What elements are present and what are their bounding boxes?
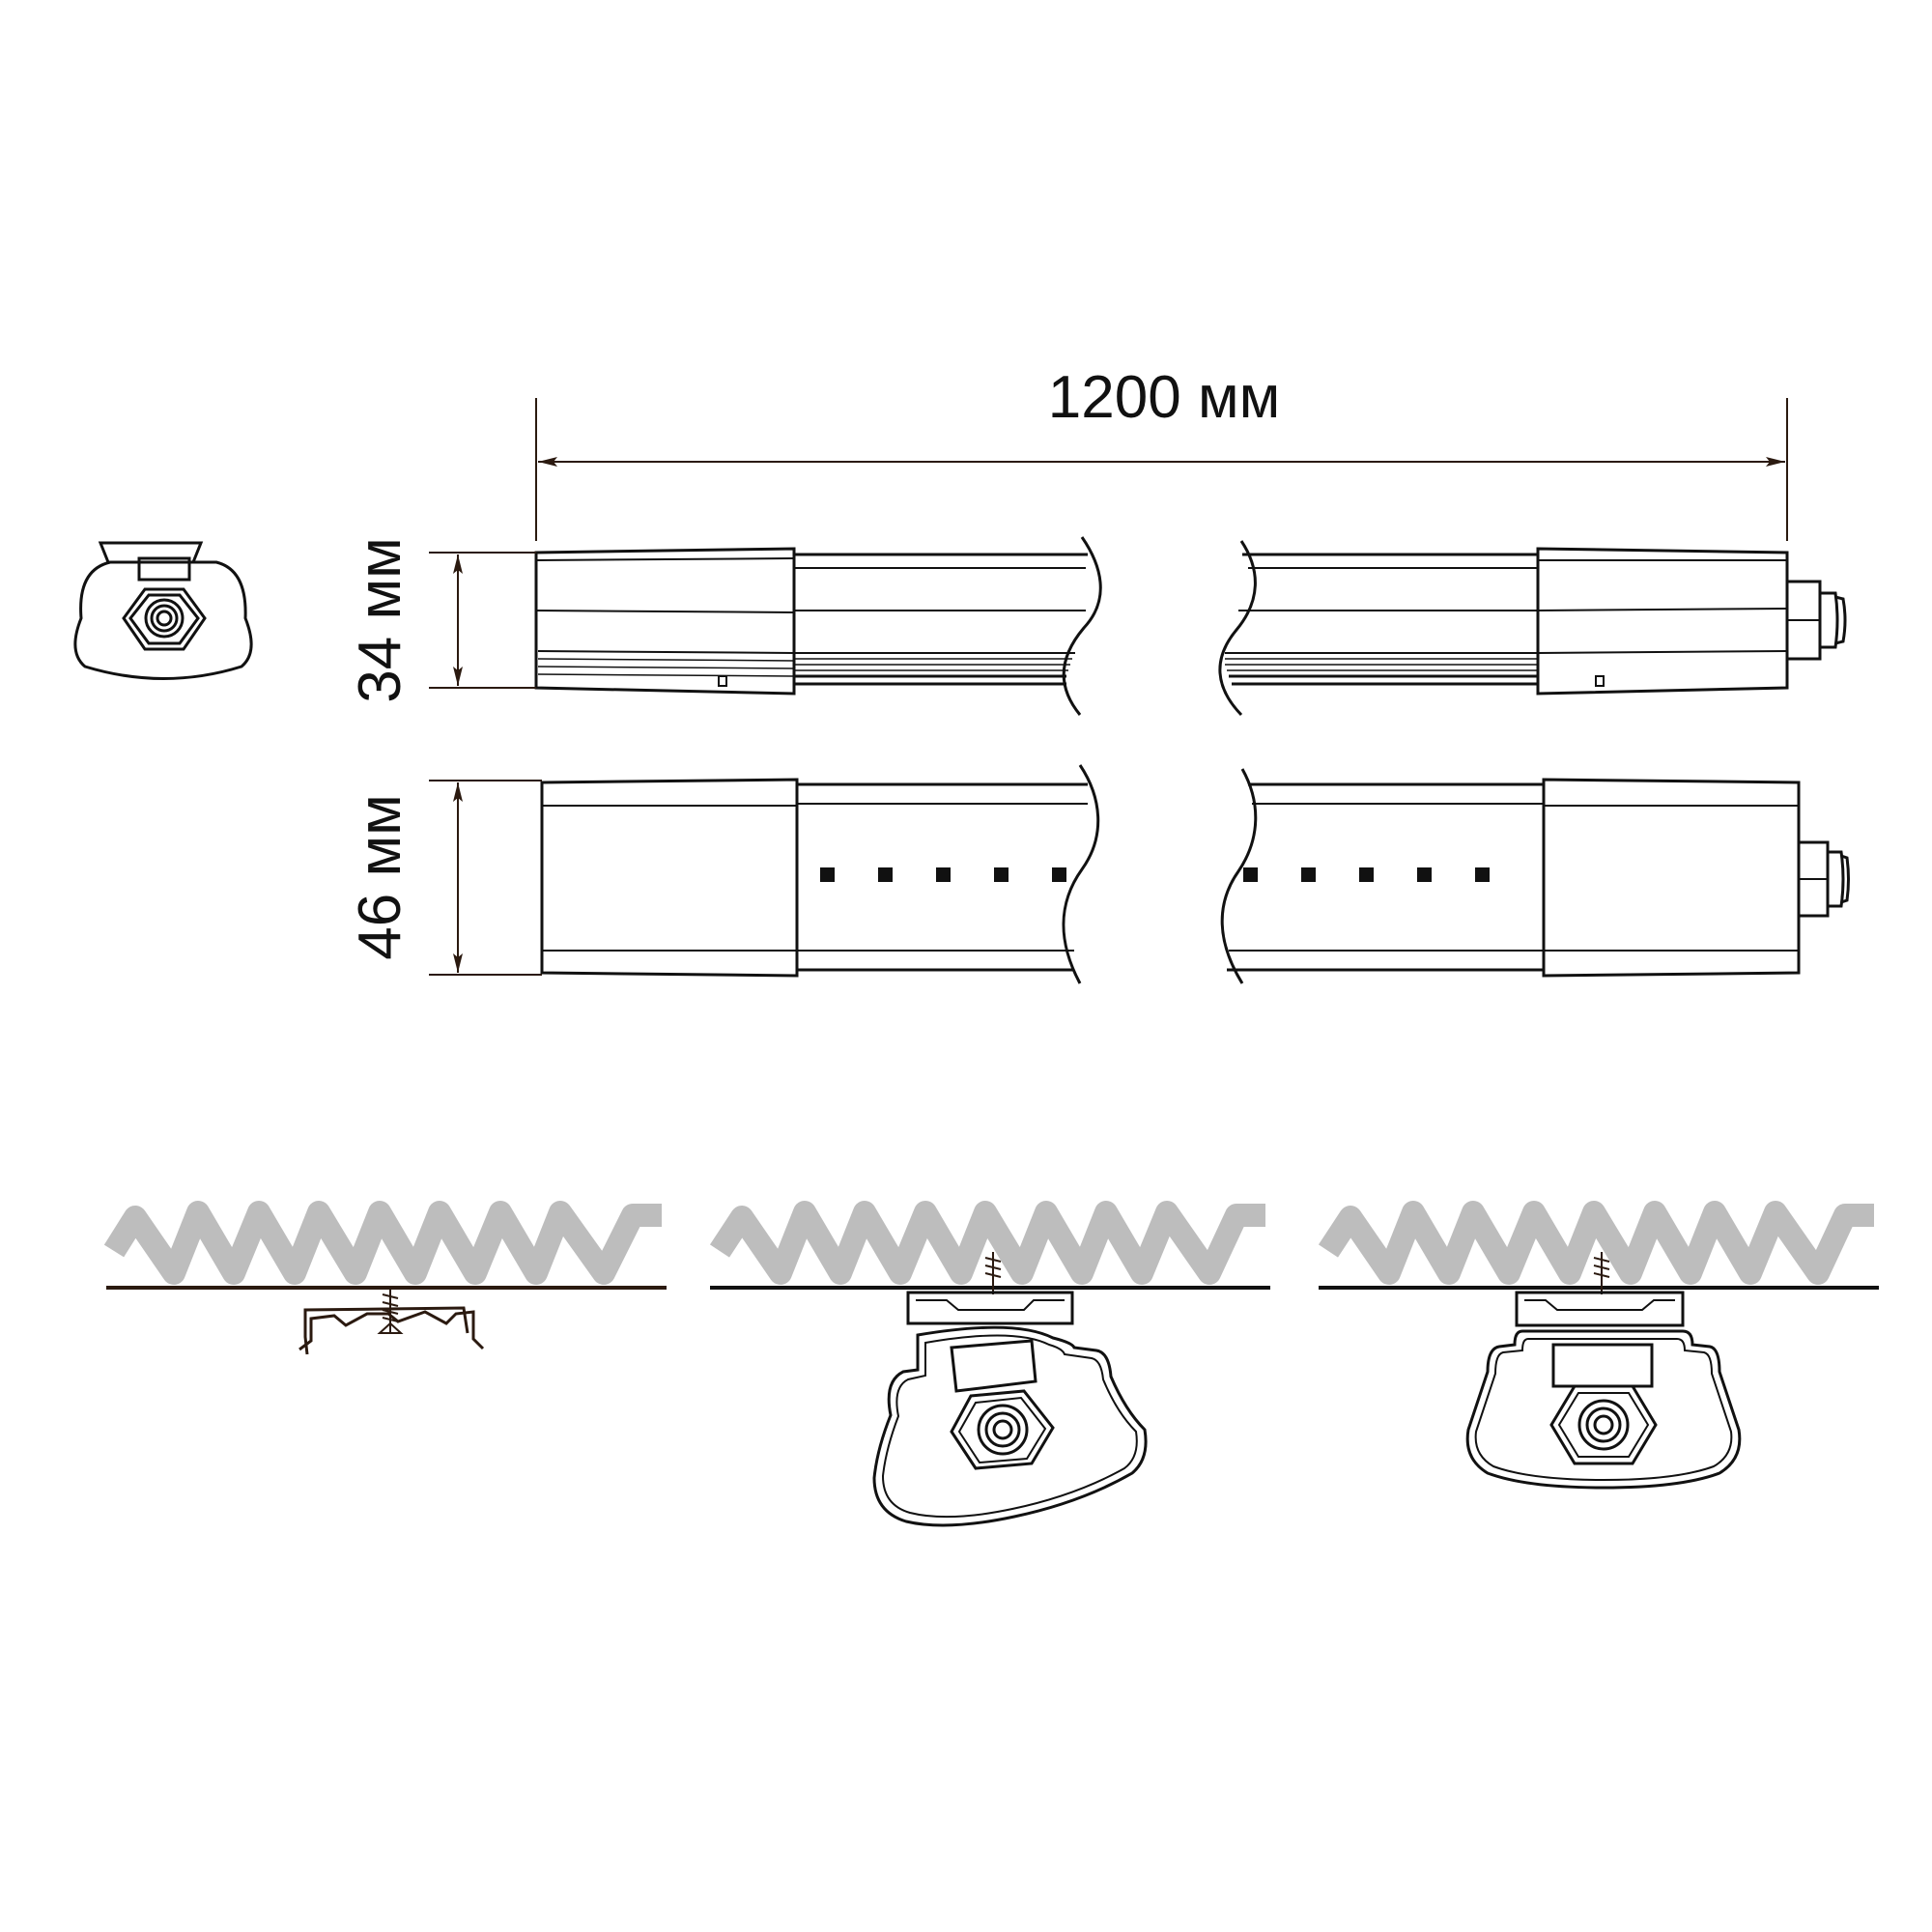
width-label: 46 мм [347,794,413,959]
top-view [540,764,1850,984]
length-dimension [535,398,1788,541]
end-view [73,541,253,680]
screw-icon [1593,1252,1610,1294]
led-dots [820,867,1490,882]
ceiling-hatch [103,1201,662,1285]
width-dimension [429,780,542,976]
mounting-step-2 [709,1201,1270,1527]
mounting-bracket [298,1310,485,1351]
height-label: 34 мм [347,537,413,702]
luminaire-tilted [872,1325,1148,1527]
screw-icon [984,1252,1002,1294]
ceiling-hatch [709,1201,1265,1285]
length-label: 1200 мм [1048,364,1280,431]
mounting-bracket [906,1291,1074,1325]
mounting-bracket [1515,1291,1685,1327]
ceiling-hatch [1318,1201,1874,1285]
side-view [534,536,1847,717]
screw-icon [377,1287,404,1334]
luminaire-clipped [1465,1329,1742,1490]
mounting-step-3 [1318,1201,1879,1490]
mounting-step-1 [103,1201,667,1355]
height-dimension [429,552,536,689]
